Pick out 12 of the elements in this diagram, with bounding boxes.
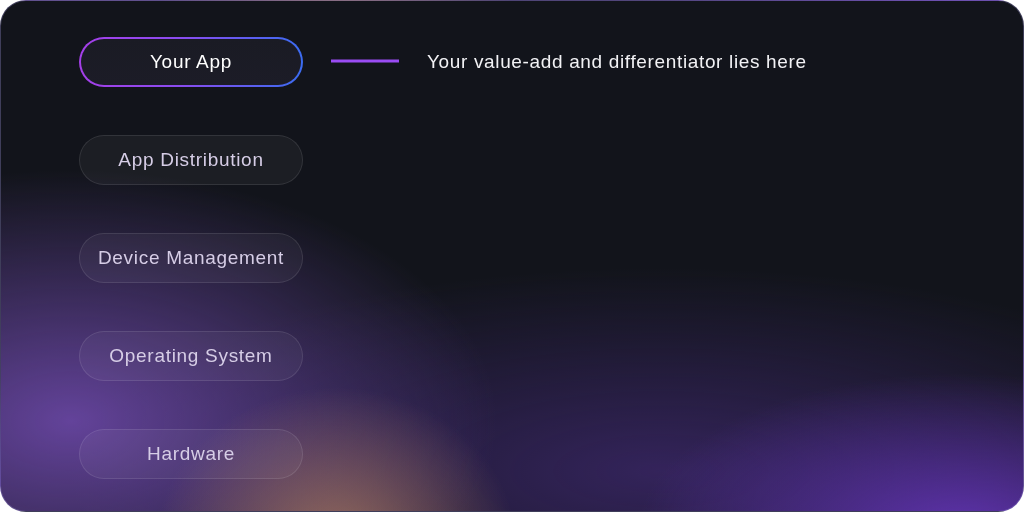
layer-label: Your App: [150, 50, 232, 74]
layer-pill: [79, 135, 303, 185]
layer-pill: [79, 233, 303, 283]
leader-line: [331, 59, 399, 63]
annotation-text: Your value-add and differentiator lies here: [427, 51, 807, 74]
layer-label: Operating System: [109, 344, 273, 368]
layer-pill: [79, 331, 303, 381]
layer-pill: [79, 429, 303, 479]
layer-label: App Distribution: [118, 148, 264, 172]
highlighted-layer-pill: [79, 37, 303, 87]
layer-label: Hardware: [147, 442, 235, 466]
layer-label: Device Management: [97, 246, 285, 270]
